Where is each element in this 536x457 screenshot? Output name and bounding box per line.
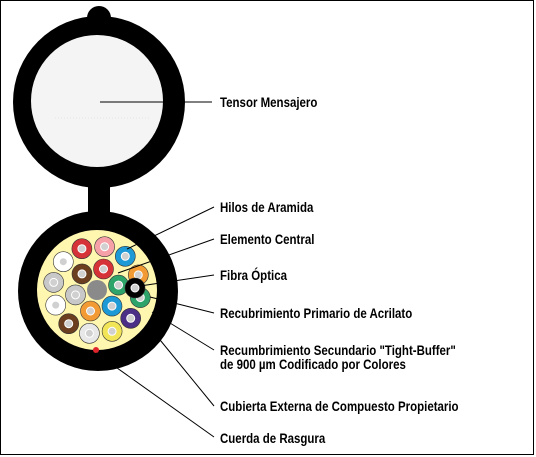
optical-fiber-core	[120, 251, 130, 261]
optical-fiber-core	[71, 290, 80, 300]
label-secondary-line1: Recumbrimiento Secundario "Tight-Buffer"	[220, 342, 456, 358]
optical-fiber-core	[84, 328, 94, 338]
label-fiber: Fibra Óptica	[220, 267, 287, 283]
label-central: Elemento Central	[220, 231, 315, 247]
optical-fiber-core	[77, 269, 87, 279]
optical-fiber-core	[100, 242, 110, 252]
optical-fiber-core	[86, 306, 95, 316]
optical-fiber-core	[49, 277, 59, 287]
cable-body	[18, 211, 178, 371]
ripcord	[93, 347, 99, 353]
optical-fiber-core	[130, 283, 140, 293]
optical-fiber-core	[133, 270, 143, 280]
optical-fiber-core	[77, 244, 87, 254]
optical-fiber-core	[114, 280, 123, 290]
label-jacket: Cubierta Externa de Compuesto Propietari…	[220, 398, 459, 414]
optical-fiber-core	[126, 313, 136, 323]
optical-fiber-core	[107, 301, 117, 311]
label-aramid: Hilos de Aramida	[220, 199, 314, 215]
leader-fiber	[139, 274, 215, 287]
leader-secondary	[151, 311, 215, 351]
messenger-tensor	[31, 35, 163, 167]
leader-aramid	[126, 206, 215, 250]
label-acrylate: Recubrimiento Primario de Acrilato	[220, 305, 413, 321]
label-ripcord: Cuerda de Rasgura	[220, 430, 326, 446]
optical-fiber-core	[64, 319, 74, 329]
leader-central	[117, 238, 215, 274]
leader-acrylate	[149, 296, 215, 314]
central-member	[87, 280, 107, 300]
tight-buffer-group	[43, 236, 151, 344]
label-secondary-line2: de 900 µm Codificado por Colores	[220, 356, 406, 372]
leader-lines	[95, 101, 215, 438]
label-messenger: Tensor Mensajero	[220, 94, 318, 110]
messenger-assembly	[13, 6, 185, 228]
leader-ripcord	[95, 352, 215, 438]
optical-fiber-core	[51, 300, 61, 310]
optical-fiber-core	[107, 326, 117, 336]
optical-fiber-core	[58, 257, 68, 267]
leader-jacket	[155, 334, 215, 407]
optical-fiber-core	[99, 264, 108, 274]
